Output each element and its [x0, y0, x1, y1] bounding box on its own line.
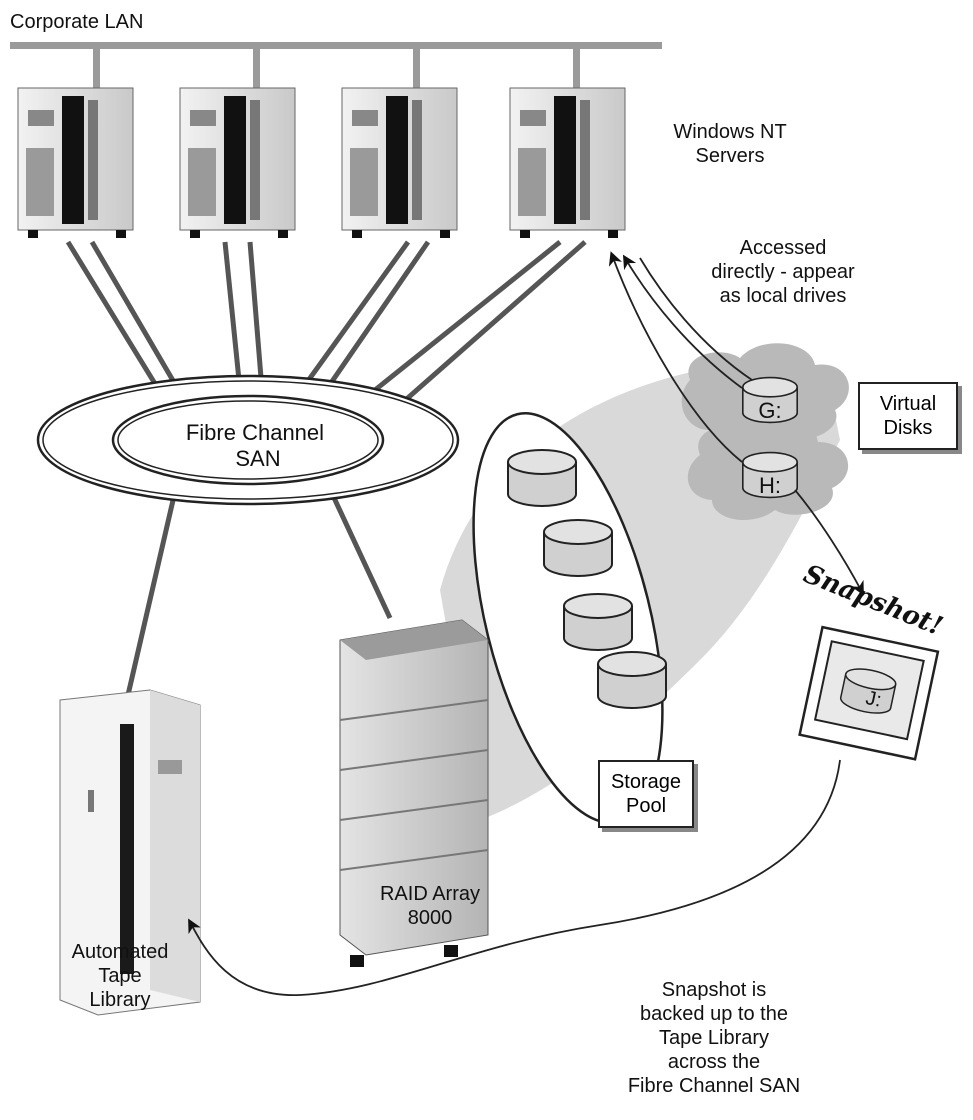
- storage-pool-line: Storage: [610, 771, 682, 793]
- corporate-lan-bus: [10, 42, 662, 49]
- backup-note-line: Fibre Channel SAN: [627, 1075, 801, 1097]
- server-1: [17, 87, 134, 238]
- raid-label: RAID Array 8000: [350, 882, 510, 930]
- san-label-line-2: SAN: [235, 446, 280, 471]
- snapshot-photo: J:: [798, 625, 940, 761]
- snapshot-arrow: [794, 489, 864, 596]
- pool-disk: [563, 593, 633, 651]
- tape-label-line: Tape: [98, 965, 142, 987]
- pool-disk: [543, 519, 613, 577]
- backup-note-line: across the: [667, 1051, 761, 1073]
- pool-disk: [597, 651, 667, 709]
- servers-label-line: Servers: [695, 145, 765, 167]
- svg-text:G:: G:: [758, 398, 781, 423]
- servers-label: Windows NT Servers: [660, 120, 800, 168]
- raid-label-line: 8000: [407, 907, 453, 929]
- access-note-line: as local drives: [719, 285, 847, 307]
- virtual-disks-line: Disks: [883, 417, 933, 439]
- pool-disk: [507, 449, 577, 507]
- backup-note-line: Snapshot is: [661, 979, 767, 1001]
- access-arrow-h: [608, 251, 743, 463]
- backup-note: Snapshot is backed up to the Tape Librar…: [614, 978, 814, 1098]
- access-note: Accessed directly - appear as local driv…: [688, 236, 878, 308]
- backup-note-line: backed up to the: [640, 1003, 788, 1025]
- backup-note-line: Tape Library: [658, 1027, 770, 1049]
- server-2: [179, 87, 296, 238]
- access-note-line: Accessed: [739, 237, 827, 259]
- san-label-line-1: Fibre Channel: [186, 420, 324, 445]
- storage-pool-line: Pool: [625, 795, 667, 817]
- virtual-disks-label: Virtual Disks: [858, 382, 958, 450]
- backup-arrow: [188, 759, 841, 996]
- tape-library: [59, 689, 201, 1016]
- san-inner-ring: [111, 394, 385, 486]
- svg-text:H:: H:: [759, 473, 781, 498]
- fibre-links: [65, 240, 587, 696]
- storage-pool-label: Storage Pool: [598, 760, 694, 828]
- server-4: [509, 87, 626, 238]
- svg-text:Fibre Channel SAN: Fibre Channel SAN: [186, 420, 330, 471]
- access-arrow-g: [622, 254, 743, 389]
- access-note-line: directly - appear: [711, 261, 855, 283]
- drive-h-label: H:: [759, 473, 781, 498]
- raid-array: [339, 619, 489, 967]
- virtual-disks-line: Virtual: [879, 393, 937, 415]
- tape-label: Automated Tape Library: [50, 940, 190, 1012]
- raid-label-line: RAID Array: [379, 883, 481, 905]
- server-3: [341, 87, 458, 238]
- servers-label-line: Windows NT: [673, 121, 787, 143]
- tape-label-line: Automated: [71, 941, 169, 963]
- corporate-lan-label: Corporate LAN: [10, 11, 144, 33]
- tape-label-line: Library: [89, 989, 151, 1011]
- drive-j-label: J:: [864, 687, 884, 712]
- drive-g-label: G:: [758, 398, 781, 423]
